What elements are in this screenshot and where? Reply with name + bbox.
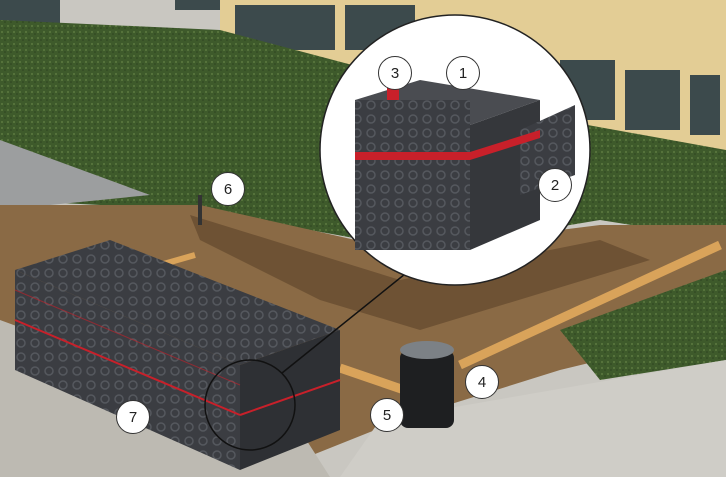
- infiltration-block: [15, 240, 340, 365]
- parking-area: [0, 140, 150, 210]
- inlet-pipe: [458, 240, 722, 370]
- callout-6: 6: [211, 172, 245, 206]
- inspection-shaft: [400, 350, 454, 428]
- callout-3: 3: [378, 56, 412, 90]
- callout-2: 2: [538, 168, 572, 202]
- callout-1: 1: [446, 56, 480, 90]
- callout-4: 4: [465, 365, 499, 399]
- connection-pipe: [338, 363, 412, 397]
- callout-7: 7: [116, 400, 150, 434]
- callout-5: 5: [370, 398, 404, 432]
